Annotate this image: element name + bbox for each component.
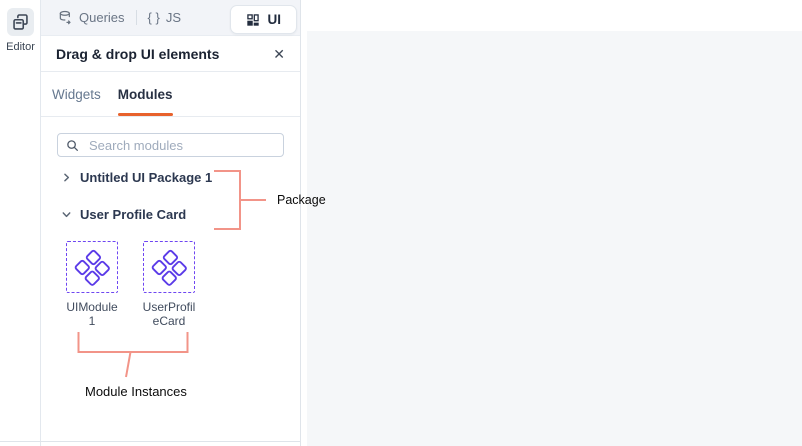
close-icon[interactable]: ✕ bbox=[273, 45, 285, 62]
panel-tabs: Widgets Modules bbox=[41, 72, 300, 117]
module-label-line2: 1 bbox=[88, 314, 96, 328]
package-tree: Untitled UI Package 1 User Profile Card bbox=[41, 166, 300, 225]
tab-modules[interactable]: Modules bbox=[117, 72, 173, 116]
tab-queries[interactable]: Queries bbox=[58, 10, 125, 25]
module-label-line2: eCard bbox=[152, 314, 186, 328]
layout-grid-icon bbox=[246, 13, 260, 27]
tree-item-label: Untitled UI Package 1 bbox=[80, 169, 213, 185]
braces-icon: { } bbox=[147, 10, 160, 25]
module-card-uimodule1[interactable]: UIModule 1 bbox=[65, 241, 119, 328]
tab-divider bbox=[135, 10, 137, 25]
tab-js[interactable]: { } JS bbox=[148, 10, 181, 25]
editor-nav-label: Editor bbox=[6, 41, 35, 53]
editor-pages-icon bbox=[11, 13, 30, 32]
module-card-dropzone[interactable] bbox=[66, 241, 118, 293]
tree-item-untitled-ui-package-1[interactable]: Untitled UI Package 1 bbox=[61, 166, 300, 188]
module-diamonds-icon bbox=[73, 248, 111, 286]
search-input[interactable] bbox=[87, 136, 275, 154]
panel-header: Drag & drop UI elements ✕ bbox=[41, 36, 300, 72]
panel-bottom-border bbox=[0, 441, 301, 442]
tree-item-label: User Profile Card bbox=[80, 206, 187, 222]
module-diamonds-icon bbox=[150, 248, 188, 286]
tab-js-label: JS bbox=[165, 10, 181, 25]
chevron-down-icon[interactable] bbox=[61, 209, 72, 220]
editor-canvas bbox=[301, 0, 802, 446]
ui-elements-panel: Queries { } JS UI bbox=[41, 0, 301, 446]
tab-ui-label: UI bbox=[267, 12, 282, 27]
canvas-drop-area[interactable] bbox=[307, 31, 802, 446]
module-card-userprofilecard[interactable]: UserProfil eCard bbox=[142, 241, 196, 328]
panel-title: Drag & drop UI elements bbox=[56, 45, 220, 62]
module-card-label: UIModule 1 bbox=[61, 300, 123, 328]
module-card-label: UserProfil eCard bbox=[138, 300, 200, 328]
tab-widgets[interactable]: Widgets bbox=[52, 86, 101, 102]
tree-item-user-profile-card[interactable]: User Profile Card bbox=[61, 203, 300, 225]
module-label-line1: UIModule bbox=[66, 300, 118, 314]
tab-queries-label: Queries bbox=[79, 10, 125, 25]
entity-tab-strip: Queries { } JS UI bbox=[41, 0, 300, 36]
database-icon bbox=[58, 10, 73, 25]
search-icon bbox=[66, 139, 79, 152]
left-rail: Editor bbox=[0, 0, 41, 446]
tab-ui[interactable]: UI bbox=[229, 5, 297, 34]
chevron-right-icon[interactable] bbox=[61, 172, 72, 183]
editor-nav-button[interactable] bbox=[7, 8, 34, 36]
module-card-list: UIModule 1 bbox=[65, 241, 300, 328]
search-box bbox=[57, 133, 284, 157]
module-label-line1: UserProfil bbox=[142, 300, 196, 314]
module-card-dropzone[interactable] bbox=[143, 241, 195, 293]
